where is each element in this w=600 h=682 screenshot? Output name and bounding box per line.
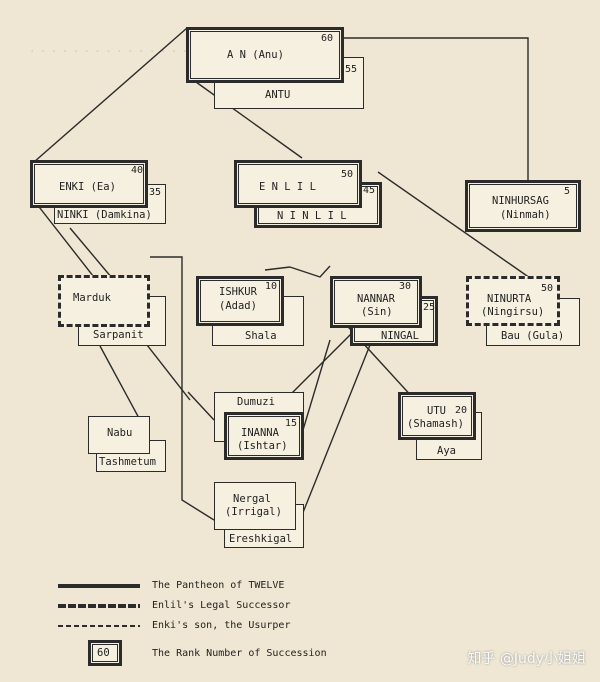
nannar-sub: (Sin): [361, 306, 393, 318]
nannar-rank: 30: [399, 281, 412, 292]
ningal-rank: 25: [423, 302, 436, 313]
ninlil-rank: 45: [363, 185, 376, 196]
ninhursag-sub: (Ninmah): [500, 209, 551, 221]
an-box: A N (Anu) 60: [186, 27, 344, 83]
watermark: 知乎 @Judy小姐姐: [467, 651, 586, 667]
ishkur-name: ISHKUR: [219, 286, 257, 298]
ereshkigal-name: Ereshkigal: [229, 533, 293, 545]
shala-name: Shala: [245, 330, 277, 342]
ninki-rank: 35: [149, 187, 162, 198]
inanna-sub: (Ishtar): [237, 440, 288, 452]
sarpanit-name: Sarpanit: [93, 329, 144, 341]
nergal-box: Nergal (Irrigal): [214, 482, 296, 530]
marduk-box: Marduk: [58, 275, 150, 327]
antu-name: ANTU: [265, 89, 291, 101]
tashmetum-name: Tashmetum: [99, 456, 156, 468]
ishkur-rank: 10: [265, 281, 278, 292]
legend-twelve: The Pantheon of TWELVE: [152, 580, 285, 591]
ninhursag-box: NINHURSAG (Ninmah) 5: [465, 180, 581, 232]
inanna-name: INANNA: [241, 427, 279, 439]
legend-successor: Enlil's Legal Successor: [152, 600, 291, 611]
ningal-name: NINGAL: [381, 330, 419, 342]
nannar-box: NANNAR (Sin) 30: [330, 276, 422, 328]
ishkur-sub: (Adad): [219, 300, 257, 312]
legend-rank-sample: 60: [97, 647, 110, 659]
ninurta-rank: 50: [541, 283, 554, 294]
ninurta-name: NINURTA: [487, 293, 532, 305]
marduk-name: Marduk: [73, 292, 111, 304]
ninki-name: NINKI (Damkina): [57, 209, 152, 221]
an-rank: 60: [321, 33, 334, 44]
utu-box: UTU (Shamash) 20: [398, 392, 476, 440]
nabu-box: Nabu: [88, 416, 150, 454]
nabu-name: Nabu: [107, 427, 133, 439]
legend-rank: The Rank Number of Succession: [152, 648, 327, 659]
inanna-rank: 15: [285, 418, 298, 429]
utu-sub: (Shamash): [407, 418, 464, 430]
ninhursag-rank: 5: [564, 186, 571, 197]
inanna-box: INANNA (Ishtar) 15: [224, 412, 304, 460]
enki-rank: 40: [131, 165, 144, 176]
nannar-name: NANNAR: [357, 293, 395, 305]
utu-rank: 20: [455, 405, 468, 416]
enlil-box: E N L I L 50: [234, 160, 362, 208]
enki-name: ENKI (Ea): [59, 181, 116, 193]
enlil-rank: 50: [341, 169, 354, 180]
enki-box: ENKI (Ea) 40: [30, 160, 148, 208]
ishkur-box: ISHKUR (Adad) 10: [196, 276, 284, 326]
background-texture: · · · · · · · · · · · · · · · · · ·: [30, 44, 221, 60]
utu-name: UTU: [427, 405, 446, 417]
nergal-sub: (Irrigal): [225, 506, 282, 518]
ninlil-name: N I N L I L: [277, 210, 347, 222]
antu-rank: 55: [345, 64, 358, 75]
legend-usurper: Enki's son, the Usurper: [152, 620, 291, 631]
ninurta-box: NINURTA (Ningirsu) 50: [466, 276, 560, 326]
nergal-name: Nergal: [233, 493, 271, 505]
legend-rank-box: 60: [88, 640, 122, 666]
aya-name: Aya: [437, 445, 456, 457]
enlil-name: E N L I L: [259, 181, 316, 193]
ninhursag-name: NINHURSAG: [492, 195, 549, 207]
ninurta-sub: (Ningirsu): [481, 306, 545, 318]
dumuzi-name: Dumuzi: [237, 396, 275, 408]
bau-name: Bau (Gula): [501, 330, 565, 342]
an-name: A N (Anu): [227, 49, 284, 61]
